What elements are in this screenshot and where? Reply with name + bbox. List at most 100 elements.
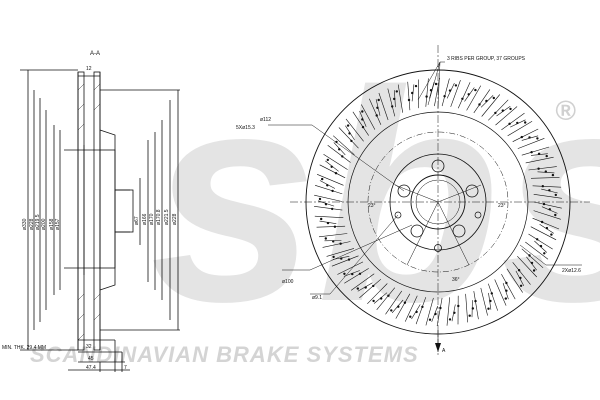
rib-slot [359, 278, 382, 299]
drill-hole [380, 297, 383, 300]
rib-slot [345, 118, 364, 142]
drill-hole [339, 242, 342, 245]
drill-hole [372, 284, 375, 288]
rib-slot [528, 233, 553, 250]
rib-slot [387, 88, 396, 117]
drill-hole [387, 294, 390, 297]
rib-slot [404, 295, 418, 322]
drill-hole [347, 258, 351, 261]
dia-label-9: ø170.8 [156, 209, 162, 225]
drill-hole [318, 197, 322, 201]
rib-slot [501, 273, 516, 300]
rib-slot [533, 201, 562, 209]
rib-slot [327, 145, 351, 163]
drill-hole [377, 98, 380, 102]
rib-slot [323, 154, 348, 170]
section-label: A-A [90, 51, 100, 57]
drill-hole [524, 121, 527, 124]
rib-slot [369, 98, 382, 125]
drill-hole [471, 307, 475, 310]
drill-hole [439, 306, 442, 310]
drill-hole [485, 99, 488, 103]
rib-slot [533, 194, 562, 199]
rib-slot [528, 166, 557, 171]
drill-hole [372, 299, 375, 303]
leader-line [437, 61, 441, 109]
drill-hole [528, 254, 531, 257]
rib-slot [337, 261, 364, 275]
min-thickness-label: MIN. THK. 29.4 MM [2, 345, 46, 351]
drill-hole [331, 189, 334, 193]
angle-line [406, 201, 439, 266]
drill-hole [530, 151, 533, 154]
rib-slot [481, 94, 501, 117]
drill-hole [324, 203, 328, 206]
drill-hole [326, 221, 330, 225]
drill-hole [519, 284, 523, 287]
front-view [268, 45, 590, 355]
drill-hole [492, 96, 495, 100]
drill-hole [490, 292, 493, 295]
drill-hole [428, 318, 432, 321]
rib-slot [450, 79, 461, 107]
drill-hole [393, 97, 396, 101]
center-bore-label: ø100 [282, 279, 294, 285]
drill-hole [411, 91, 414, 95]
watermark-brand: sbs [150, 28, 600, 364]
rib-slot [494, 279, 507, 306]
section-arrow-head [435, 343, 441, 352]
rib-slot [425, 297, 434, 326]
drill-hole [537, 152, 541, 155]
rib-slot [495, 106, 518, 126]
rib-slot [350, 273, 375, 291]
rib-slot [318, 233, 348, 238]
drill-hole [341, 155, 344, 158]
drill-hole [519, 276, 522, 280]
drill-hole [434, 312, 437, 316]
drill-hole [454, 84, 458, 87]
leader-line [309, 224, 413, 271]
drill-hole [508, 122, 511, 126]
drill-hole [332, 240, 335, 243]
angle-line [437, 184, 482, 203]
drill-hole [397, 305, 400, 308]
drill-hole [520, 135, 523, 139]
rib-slot [425, 78, 429, 107]
side-diameter-labels: ø330 ø228 ø219.5 ø200 ø158 ø157 ø67 ø166… [22, 209, 178, 230]
dia-label-1: ø228 [29, 218, 35, 230]
rib-slot [466, 85, 482, 111]
rib-slot [331, 255, 359, 267]
rib-slot [316, 225, 346, 228]
rib-slot [465, 293, 468, 323]
angle-right-label: 23° [498, 203, 506, 209]
small-hole [474, 211, 482, 219]
drill-hole [415, 310, 418, 314]
rib-slot [332, 135, 355, 156]
dia-label-6: ø67 [134, 216, 140, 225]
drill-hole [321, 177, 324, 181]
angle-line [394, 184, 439, 203]
watermark-registered: ® [555, 95, 576, 126]
rib-slot [488, 99, 509, 121]
rib-slot [436, 297, 443, 327]
side-section-view [20, 69, 180, 372]
bottom-dim-0: 32 [86, 344, 92, 350]
rib-slot [473, 89, 491, 114]
rib-slot [319, 164, 346, 179]
drill-hole [537, 167, 540, 170]
rib-slot [314, 215, 344, 218]
drill-hole [346, 124, 350, 127]
drill-hole [403, 301, 407, 304]
drill-hole [429, 89, 433, 92]
drill-hole [542, 202, 546, 206]
small-hole [394, 211, 402, 219]
rib-slot [315, 185, 343, 195]
dia-label-0: ø330 [22, 218, 28, 230]
drill-hole [478, 103, 481, 106]
bottom-dim-2: 47.4 [86, 365, 96, 371]
rib-slot [314, 206, 343, 211]
drill-hole [457, 304, 460, 308]
drill-hole [343, 272, 346, 275]
drill-hole [391, 105, 394, 108]
drill-hole [375, 114, 378, 117]
